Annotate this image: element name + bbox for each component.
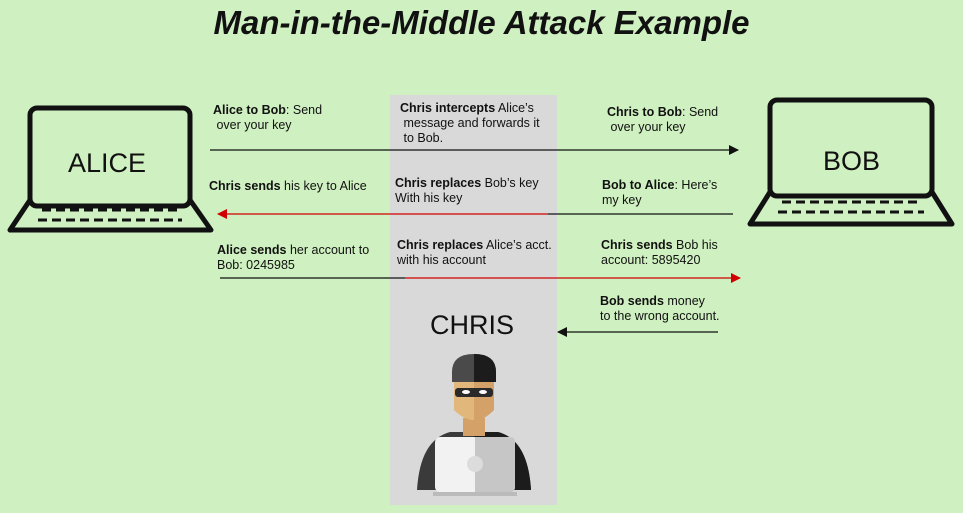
alice-laptop-icon [7, 105, 214, 233]
diagram-title: Man-in-the-Middle Attack Example [213, 4, 750, 41]
alice-label: ALICE [68, 148, 147, 178]
hacker-icon [417, 354, 531, 496]
step1-bob-text: Chris to Bob: Send over your key [607, 105, 719, 134]
step3-chris-text: Chris replaces Alice’s acct.with his acc… [397, 238, 552, 267]
step2-alice-text: Chris sends his key to Alice [209, 179, 367, 193]
step1-chris-text: Chris intercepts Alice’s message and for… [400, 101, 540, 145]
bob-laptop-icon [747, 97, 955, 227]
step1-alice-text: Alice to Bob: Send over your key [213, 103, 323, 132]
bob-label: BOB [823, 146, 881, 176]
chris-label: CHRIS [430, 310, 515, 340]
